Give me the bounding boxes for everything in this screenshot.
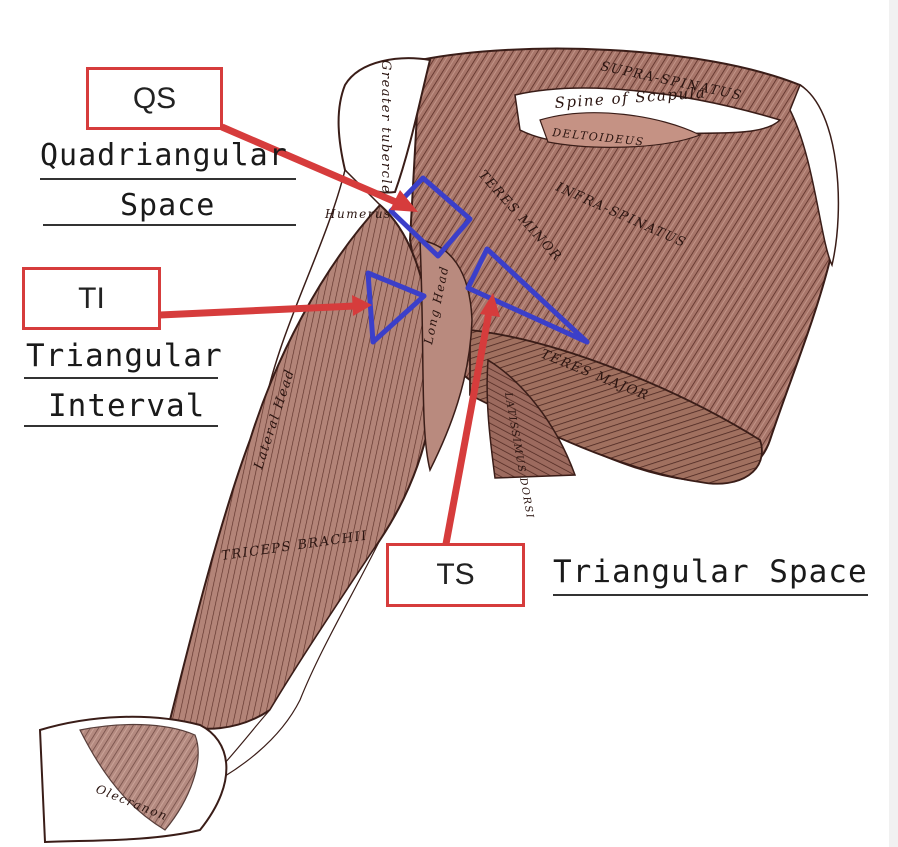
triceps-long-head	[419, 239, 473, 473]
qs-abbr: QS	[132, 81, 177, 115]
ts-caption: Triangular Space	[553, 554, 868, 590]
qs-underline-2	[43, 224, 296, 226]
qs-underline-1	[40, 178, 296, 180]
ti-caption-line2: Interval	[48, 388, 206, 424]
triangular-interval-outline	[365, 270, 427, 345]
qs-caption-line2: Space	[120, 188, 216, 223]
ts-underline	[553, 594, 868, 596]
triangular-space-outline	[465, 246, 590, 345]
qs-arrow	[220, 123, 418, 212]
ti-underline-1	[24, 377, 218, 379]
ts-label-box: TS	[386, 543, 525, 607]
ti-caption-line1: Triangular	[26, 338, 223, 374]
deltoideus	[539, 112, 702, 148]
scapula-border	[789, 83, 840, 268]
label-greater-tubercle: Greater tubercle	[378, 60, 393, 194]
forearm-muscle	[79, 723, 199, 831]
teres-major	[469, 328, 763, 485]
ts-arrow	[442, 293, 500, 545]
ti-arrow	[159, 295, 372, 319]
ti-label-box: TI	[22, 267, 161, 330]
label-humerus: Humerus	[324, 207, 392, 221]
latissimus-dorsi	[486, 358, 577, 479]
ti-underline-2	[24, 425, 218, 427]
qs-caption-line1: Quadriangular	[40, 138, 288, 173]
right-edge-strip	[889, 0, 898, 847]
ts-abbr: TS	[436, 558, 475, 591]
ti-abbr: TI	[78, 281, 105, 315]
qs-label-box: QS	[86, 67, 223, 130]
